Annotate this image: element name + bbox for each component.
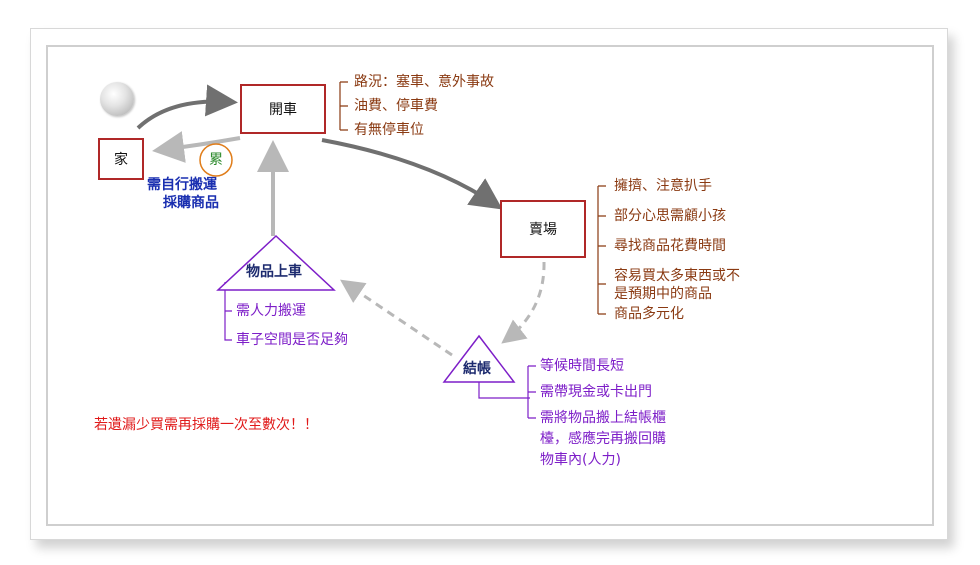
checkout-notes-bracket <box>478 365 536 419</box>
arrow-checkout-to-load <box>340 279 453 357</box>
store-note-1: 擁擠、注意扒手 <box>614 178 712 194</box>
node-home-label: 家 <box>114 152 128 168</box>
tired-circle <box>199 143 233 177</box>
checkout-triangle <box>442 334 516 383</box>
store-note-6: 商品多元化 <box>614 306 684 322</box>
load-notes-bracket <box>224 282 232 341</box>
arrow-store-to-checkout <box>501 261 546 344</box>
load-car-triangle <box>216 234 336 291</box>
load-note-1: 需人力搬運 <box>236 303 306 319</box>
checkout-note-5: 物車內(人力) <box>540 452 621 468</box>
drive-note-2: 油費、停車費 <box>354 98 438 114</box>
drive-note-1: 路況：塞車、意外事故 <box>354 74 494 90</box>
checkout-note-2: 需帶現金或卡出門 <box>540 384 652 400</box>
node-home: 家 <box>98 138 144 180</box>
arrow-drive-to-store <box>321 138 503 210</box>
home-note-1: 需自行搬運 <box>147 177 217 193</box>
home-note-2: 採購商品 <box>163 195 219 211</box>
store-note-3: 尋找商品花費時間 <box>614 238 726 254</box>
checkout-note-3: 需將物品搬上結帳櫃 <box>540 410 666 426</box>
node-drive-label: 開車 <box>269 102 297 118</box>
checkout-note-1: 等候時間長短 <box>540 358 624 374</box>
warning-text: 若遺漏少買需再採購一次至數次！！ <box>94 417 318 433</box>
store-note-5: 是預期中的商品 <box>614 286 712 302</box>
store-notes-bracket <box>597 185 606 315</box>
checkout-note-4: 檯，感應完再搬回購 <box>540 431 666 447</box>
node-checkout-label: 結帳 <box>463 361 491 377</box>
load-note-2: 車子空間是否足夠 <box>236 332 348 348</box>
diagram-canvas <box>46 45 934 526</box>
node-store: 賣場 <box>500 200 586 258</box>
drive-notes-bracket <box>339 81 348 131</box>
store-note-2: 部分心思需顧小孩 <box>614 208 726 224</box>
node-tired-label: 累 <box>209 152 223 168</box>
drive-note-3: 有無停車位 <box>354 122 424 138</box>
moon-icon <box>100 82 134 116</box>
arrow-drive-to-home <box>152 131 241 163</box>
arrow-home-to-drive <box>136 84 238 130</box>
node-load-car-label: 物品上車 <box>246 264 302 280</box>
node-drive: 開車 <box>240 84 326 134</box>
node-store-label: 賣場 <box>529 222 557 238</box>
store-note-4: 容易買太多東西或不 <box>614 268 740 284</box>
